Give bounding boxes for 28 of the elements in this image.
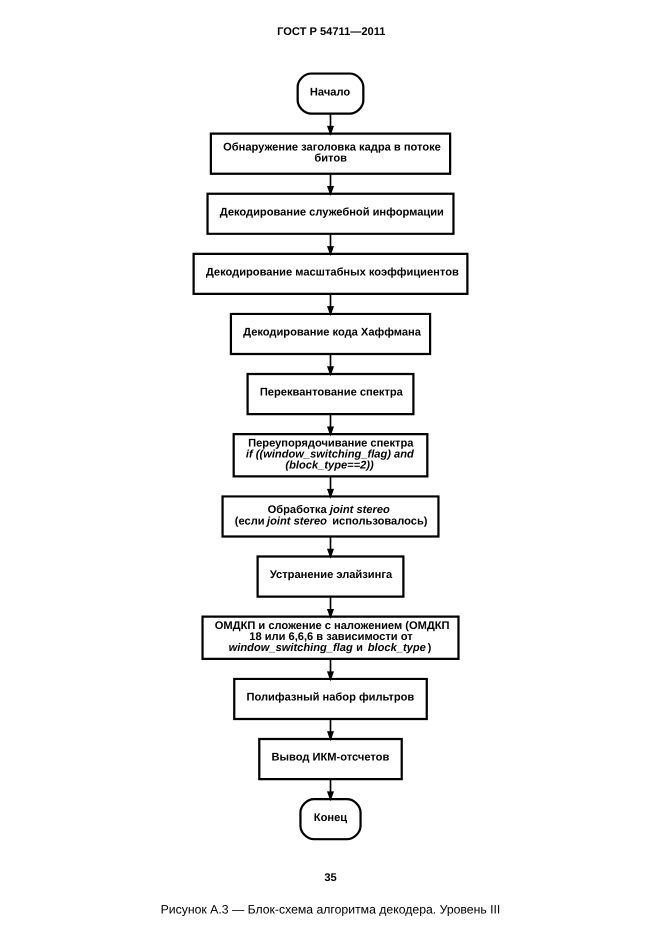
node-box: Устранение элайзинга xyxy=(256,555,404,598)
node-box: Полифазный набор фильтров xyxy=(233,678,428,720)
arrow xyxy=(326,174,334,196)
arrow xyxy=(326,414,334,436)
arrow xyxy=(326,476,334,499)
arrow xyxy=(326,114,334,136)
arrow xyxy=(326,536,334,559)
node-box: Декодирование служебной информации xyxy=(206,192,455,235)
node-box: Конец xyxy=(299,798,362,840)
arrow xyxy=(326,294,334,316)
node-box: Обработка joint stereo (если joint stereo использовалось) xyxy=(221,495,440,538)
node-box: ОМДКП и сложение с наложением (ОМДКП 18 или 6,6,6 в зависимости от window_switching_flag и block_type) xyxy=(201,616,460,660)
label: ГОСТ Р 54711—2011 xyxy=(277,26,386,38)
node-box: Переупорядочивание спектра if ((window_switching_flag) and (block_type==2)) xyxy=(232,433,428,478)
node-box: Обнаружение заголовка кадра в потоке битов xyxy=(210,132,452,175)
arrow xyxy=(326,719,334,742)
node-box: Декодирование кода Хаффмана xyxy=(230,312,432,356)
arrow xyxy=(326,779,334,802)
node-box: Вывод ИКМ-отсчетов xyxy=(258,738,403,780)
caption: Рисунок А.3 — Блок-схема алгоритма декодера. Уровень III xyxy=(160,902,500,917)
node-box: Начало xyxy=(296,72,364,115)
node-box: Декодирование масштабных коэффициентов xyxy=(192,252,468,296)
arrow xyxy=(326,659,334,682)
arrow xyxy=(326,234,334,256)
arrow xyxy=(326,596,334,619)
arrow xyxy=(326,354,334,376)
label: 35 xyxy=(324,872,337,884)
node-box: Переквантование спектра xyxy=(246,372,415,416)
